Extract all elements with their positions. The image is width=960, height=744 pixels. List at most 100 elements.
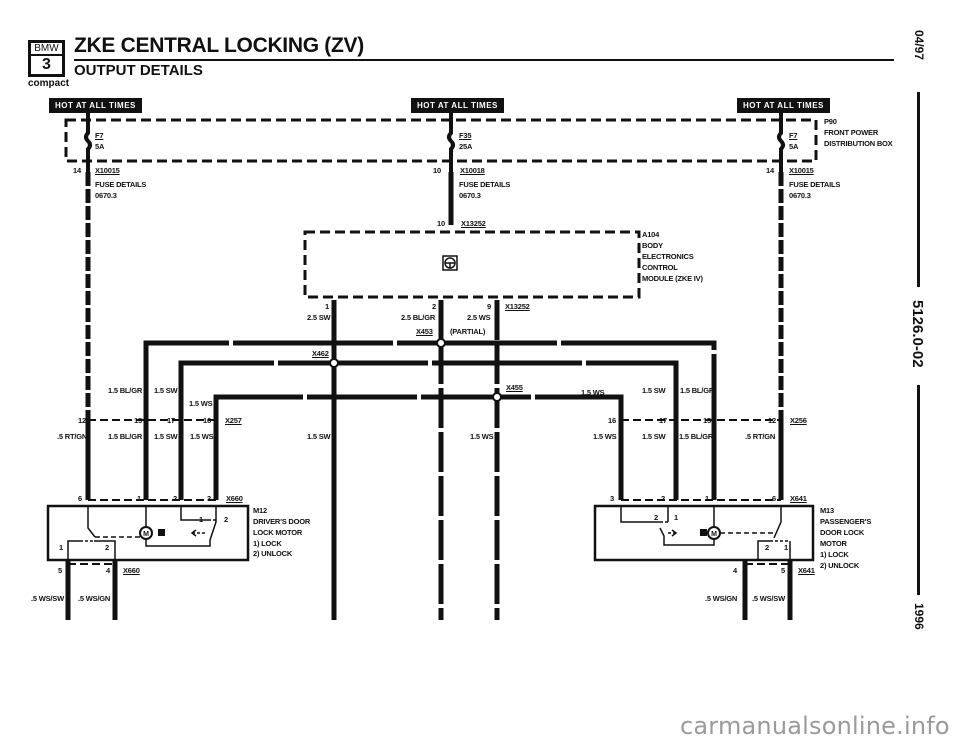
fuse-id-right: F7 <box>789 131 798 140</box>
pin-label: 14 <box>766 166 774 175</box>
splice-x453-label: X453 <box>416 327 433 336</box>
module-icon <box>442 255 458 271</box>
module-pin: 1 <box>325 302 329 311</box>
logo-series: 3 <box>42 56 51 73</box>
pin-label: 6 <box>772 494 776 503</box>
logo-model: compact <box>28 78 70 89</box>
pin-label: 2 <box>654 513 658 522</box>
connector-x257-label: X257 <box>225 416 242 425</box>
wire-label: 1.5 BL/GR <box>680 386 715 395</box>
bus-blgr <box>143 340 717 420</box>
wire-label: .5 WS/GN <box>705 594 738 603</box>
pin-label: 1 <box>59 543 63 552</box>
module-input-pin: 10 <box>437 219 445 228</box>
connector-x641-label: X641 <box>790 494 807 503</box>
wire-label: .5 WS/SW <box>31 594 64 603</box>
page-subtitle: OUTPUT DETAILS <box>74 62 203 79</box>
motor-m12-box <box>46 504 250 562</box>
pin-label: 2 <box>105 543 109 552</box>
pin-label: 2 <box>224 515 228 524</box>
wire-label: 2.5 WS <box>467 313 491 322</box>
pin-label: 5 <box>58 566 62 575</box>
page-title: ZKE CENTRAL LOCKING (ZV) <box>74 34 364 57</box>
margin-rule <box>917 385 920 595</box>
connector-x660-bottom-label: X660 <box>123 566 140 575</box>
wire-label: .5 RT/GN <box>57 432 88 441</box>
motor-m12-symbol: M <box>143 531 149 538</box>
module-name-4: MODULE (ZKE IV) <box>642 274 703 283</box>
wire-label: 1.5 WS <box>581 388 605 397</box>
pin-label: 6 <box>78 494 82 503</box>
module-pin: 2 <box>432 302 436 311</box>
wire-label: 2.5 SW <box>307 313 331 322</box>
pin-label: 10 <box>433 166 441 175</box>
wire-label: 1.5 WS <box>470 432 494 441</box>
connector-x641-bottom-label: X641 <box>798 566 815 575</box>
motor-m13-name-1: PASSENGER'S <box>820 517 872 526</box>
motor-m12-id: M12 <box>253 506 267 515</box>
model-year: 1996 <box>912 603 926 630</box>
fuse-details-ref: 0670.3 <box>789 191 811 200</box>
module-id: A104 <box>642 230 660 239</box>
header-rule <box>74 59 894 61</box>
splice-x455-label: X455 <box>506 383 523 392</box>
module-name-2: ELECTRONICS <box>642 252 694 261</box>
pin-label: 3 <box>207 494 211 503</box>
wire-label: .5 WS/SW <box>752 594 785 603</box>
module-input-connector: X13252 <box>461 219 486 228</box>
module-name-1: BODY <box>642 241 663 250</box>
motor-m13-box <box>593 504 815 562</box>
module-pin: 9 <box>487 302 491 311</box>
pin-label: 1 <box>705 494 709 503</box>
motor-m12-name-1: DRIVER'S DOOR <box>253 517 311 526</box>
wire-label: 2.5 BL/GR <box>401 313 436 322</box>
watermark[interactable]: carmanualsonline.info <box>680 712 950 740</box>
pin-label: 5 <box>781 566 785 575</box>
revision-date: 04/97 <box>912 30 926 61</box>
fuse-details-label: FUSE DETAILS <box>459 180 511 189</box>
pin-label: 12 <box>768 416 776 425</box>
wire-label: 1.5 SW <box>642 386 666 395</box>
splice-x462-label: X462 <box>312 349 329 358</box>
pin-label: 2 <box>765 543 769 552</box>
motor-m13-symbol: M <box>711 531 717 538</box>
pin-label: 17 <box>659 416 667 425</box>
power-label-right: HOT AT ALL TIMES <box>737 98 830 113</box>
wire-label: .5 WS/GN <box>78 594 111 603</box>
wire-label: 1.5 BL/GR <box>108 432 143 441</box>
pin-label: 16 <box>608 416 616 425</box>
pin-label: 4 <box>106 566 110 575</box>
splice-x462 <box>329 358 339 368</box>
wire-label: 1.5 BL/GR <box>679 432 714 441</box>
bus-sw <box>178 360 679 420</box>
pin-label: 17 <box>167 416 175 425</box>
module-output-connector: X13252 <box>505 302 530 311</box>
wire-label: 1.5 SW <box>154 432 178 441</box>
power-label-middle: HOT AT ALL TIMES <box>411 98 504 113</box>
splice-x453-note: (PARTIAL) <box>450 327 486 336</box>
motor-m13-mode-2: 2) UNLOCK <box>820 561 860 570</box>
connector-id: X10015 <box>95 166 120 175</box>
fuse-right <box>777 112 785 172</box>
connector-id: X10018 <box>460 166 485 175</box>
fuse-box-name-2: DISTRIBUTION BOX <box>824 139 893 148</box>
connector-x660-label: X660 <box>226 494 243 503</box>
wire-label: .5 RT/GN <box>745 432 776 441</box>
splice-x455 <box>492 392 502 402</box>
pin-label: 2 <box>661 494 665 503</box>
wire-label: 1.5 SW <box>307 432 331 441</box>
fuse-details-label: FUSE DETAILS <box>789 180 841 189</box>
power-label-left: HOT AT ALL TIMES <box>49 98 142 113</box>
fuse-rating-right: 5A <box>789 142 799 151</box>
wire-label: 1.5 WS <box>189 399 213 408</box>
bus-ws <box>213 394 624 420</box>
pin-label: 15 <box>703 416 711 425</box>
motor-m12-name-2: LOCK MOTOR <box>253 528 303 537</box>
wire-label: 1.5 SW <box>154 386 178 395</box>
pin-label: 4 <box>733 566 737 575</box>
motor-m13-name-2: DOOR LOCK <box>820 528 865 537</box>
fuse-details-label: FUSE DETAILS <box>95 180 147 189</box>
wire-label: 1.5 BL/GR <box>108 386 143 395</box>
pin-label: 3 <box>610 494 614 503</box>
